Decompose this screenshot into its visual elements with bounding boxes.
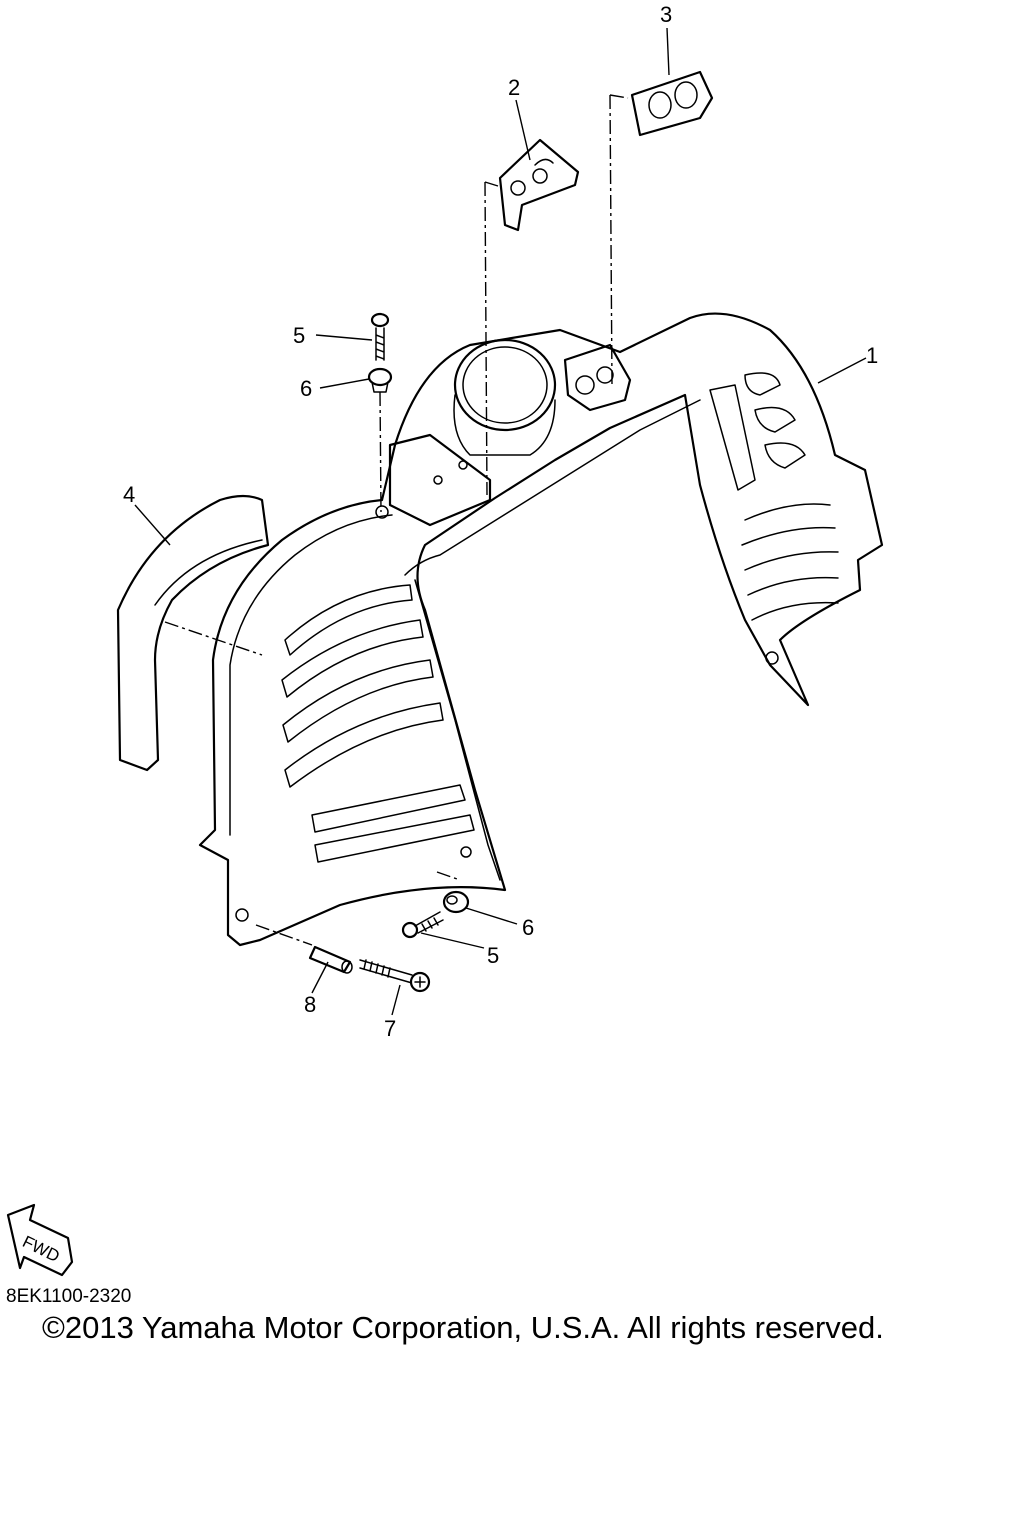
forward-arrow-icon: FWD [6, 1203, 74, 1277]
part-3-plate [630, 70, 714, 137]
part-6-grommet-top [367, 367, 393, 393]
callout-1: 1 [866, 343, 878, 368]
part-5-screw-bottom [401, 911, 444, 939]
leader-lines [134, 27, 867, 1016]
copyright-notice: ©2013 Yamaha Motor Corporation, U.S.A. A… [42, 1310, 884, 1345]
part-8-collar [308, 945, 353, 974]
part-6-grommet-bottom [442, 890, 470, 914]
part-5-screw-top [370, 312, 390, 361]
callout-7: 7 [384, 1016, 396, 1041]
callout-5-bottom: 5 [487, 943, 499, 968]
part-4-pad [116, 494, 270, 772]
part-2-bracket [498, 138, 580, 232]
callout-6-bottom: 6 [522, 915, 534, 940]
callout-8: 8 [304, 992, 316, 1017]
callout-6-top: 6 [300, 376, 312, 401]
diagram-reference-code: 8EK1100-2320 [6, 1286, 132, 1307]
part-1-front-cowling [198, 312, 884, 947]
part-7-bolt [359, 959, 431, 993]
callout-2: 2 [508, 75, 520, 100]
callout-5-top: 5 [293, 323, 305, 348]
callout-3: 3 [660, 2, 672, 27]
alignment-lines [164, 94, 629, 946]
callout-4: 4 [123, 482, 135, 507]
